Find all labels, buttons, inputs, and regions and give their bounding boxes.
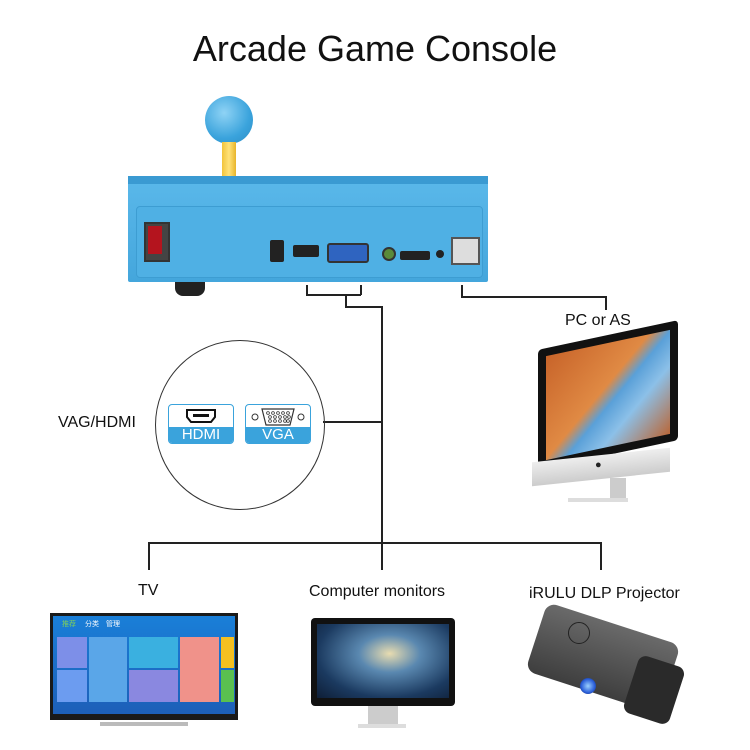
line [345,294,347,307]
line [605,296,607,310]
vga-port [327,243,369,263]
line [600,542,602,570]
tv-tile [180,637,219,702]
distribution-line [148,542,601,544]
console-foot [175,282,205,296]
line [461,285,463,297]
tv-tile [129,637,178,668]
imac-base [568,498,628,502]
vga-badge: VGA [245,404,311,444]
reset-button [436,250,444,258]
tv-tile [129,670,178,702]
imac-stand [610,478,626,500]
console-top-edge [128,176,488,184]
projector-control-dial-icon [568,622,590,644]
projector-lens [580,678,596,694]
line [360,285,362,295]
power-switch-rocker [148,226,162,254]
line [148,542,150,570]
joystick-ball [205,96,253,144]
apple-logo-icon: ● [595,459,602,471]
micro-usb-port [400,251,430,260]
line [345,306,382,308]
line [306,285,308,295]
monitor-screen [317,624,449,698]
tv-tile [221,637,234,668]
line [381,542,383,570]
tv-tile [89,637,127,702]
monitor-base [358,724,406,728]
tv-stand [100,722,188,726]
joystick-shaft [222,142,236,178]
tv-tile [221,670,234,702]
tv-tab: 管理 [106,621,120,628]
main-trunk-line [381,306,383,546]
usb-port [451,237,480,265]
hdmi-badge-label: HDMI [169,427,233,443]
vga-connector-icon [251,408,305,426]
connector-callout-circle [155,340,325,510]
audio-port [382,247,396,261]
diagram-title: Arcade Game Console [192,28,558,69]
line [461,296,606,298]
monitor-stand [368,706,398,724]
hdmi-badge: HDMI [168,404,234,444]
label-projector: iRULU DLP Projector [529,585,680,602]
tv-tab: 推荐 [62,621,76,628]
line [306,294,361,296]
dc-power-port [270,240,284,262]
tv-tab: 分类 [85,621,99,628]
label-monitors: Computer monitors [309,583,446,600]
label-pc: PC or AS [565,312,631,329]
hdmi-port [293,245,319,257]
tv-tile [57,637,87,668]
console-back-panel [136,206,483,278]
hdmi-connector-icon [186,409,216,423]
vga-badge-label: VGA [246,427,310,443]
circle-link-line [323,421,382,423]
label-vga-hdmi: VAG/HDMI [58,414,136,431]
tv-tile [57,670,87,702]
label-tv: TV [138,582,159,599]
